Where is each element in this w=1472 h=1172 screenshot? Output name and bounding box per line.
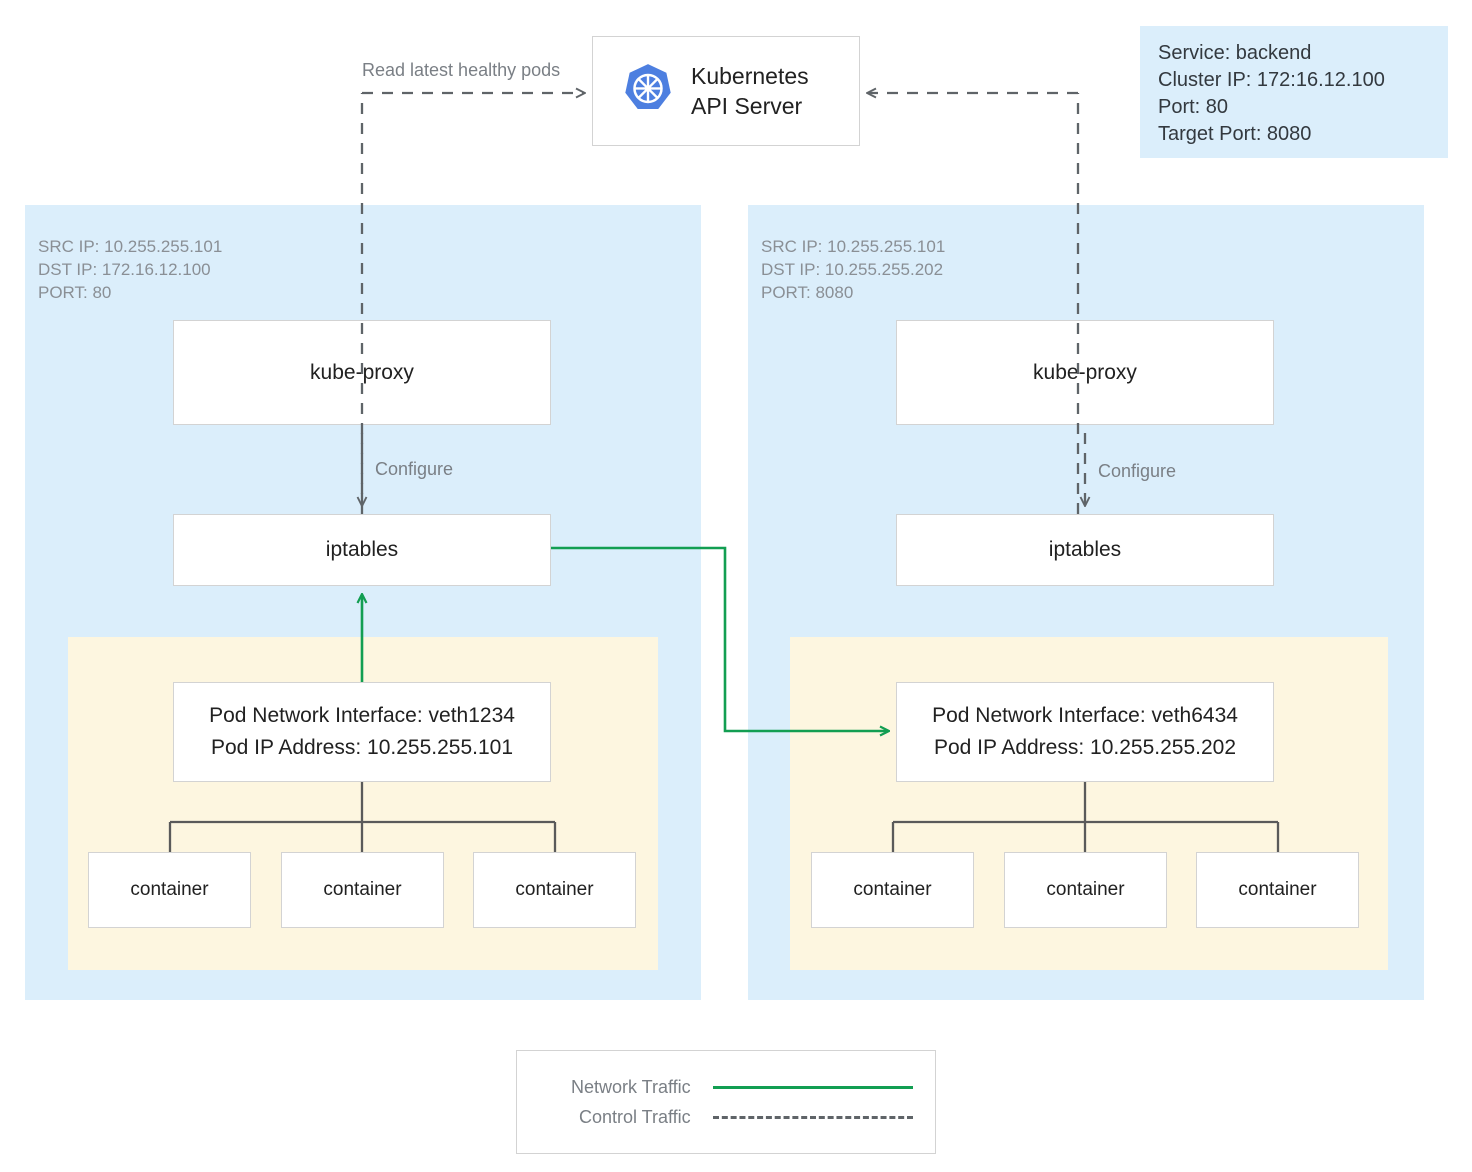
service-info-box: Service: backend Cluster IP: 172:16.12.1… [1140,26,1448,158]
legend-row-control-traffic: Control Traffic [539,1107,913,1128]
pod-interface-label-right: Pod Network Interface: veth6434 Pod IP A… [932,704,1238,759]
pod-interface-label-left: Pod Network Interface: veth1234 Pod IP A… [209,704,515,759]
iptables-box-left: iptables [173,514,551,586]
kube-proxy-box-left: kube-proxy [173,320,551,425]
container-box: container [473,852,636,928]
pod-network-interface-box-right: Pod Network Interface: veth6434 Pod IP A… [896,682,1274,782]
container-box: container [281,852,444,928]
container-label: container [853,879,932,900]
legend-row-network-traffic: Network Traffic [539,1077,913,1098]
kubernetes-api-server-box: Kubernetes API Server [592,36,860,146]
container-box: container [1196,852,1359,928]
container-label: container [1238,879,1317,900]
iptables-label-right: iptables [1048,538,1122,561]
kube-proxy-label-left: kube-proxy [310,360,414,384]
legend-swatch-solid-line [712,1085,913,1089]
legend-swatch-dashed-line [712,1115,913,1119]
container-label: container [515,879,594,900]
iptables-box-right: iptables [896,514,1274,586]
node-right-packet-meta: SRC IP: 10.255.255.101 DST IP: 10.255.25… [761,237,946,302]
container-box: container [88,852,251,928]
legend-label-network-traffic: Network Traffic [570,1076,691,1097]
legend-label-control-traffic: Control Traffic [578,1106,691,1127]
kube-proxy-label-right: kube-proxy [1033,360,1137,384]
container-box: container [811,852,974,928]
node-left-packet-meta: SRC IP: 10.255.255.101 DST IP: 172.16.12… [38,237,223,302]
service-info-text: Service: backend Cluster IP: 172:16.12.1… [1158,42,1385,145]
configure-label-right: Configure [1098,461,1177,481]
container-label: container [1046,879,1125,900]
container-label: container [130,879,209,900]
legend: Network Traffic Control Traffic [516,1050,936,1154]
api-server-label: Kubernetes API Server [691,63,809,119]
read-latest-healthy-pods-label: Read latest healthy pods [362,60,561,80]
kube-proxy-box-right: kube-proxy [896,320,1274,425]
kubernetes-logo [621,62,675,121]
container-label: container [323,879,402,900]
pod-network-interface-box-left: Pod Network Interface: veth1234 Pod IP A… [173,682,551,782]
iptables-label-left: iptables [325,538,399,561]
container-box: container [1004,852,1167,928]
configure-label-left: Configure [375,459,454,479]
